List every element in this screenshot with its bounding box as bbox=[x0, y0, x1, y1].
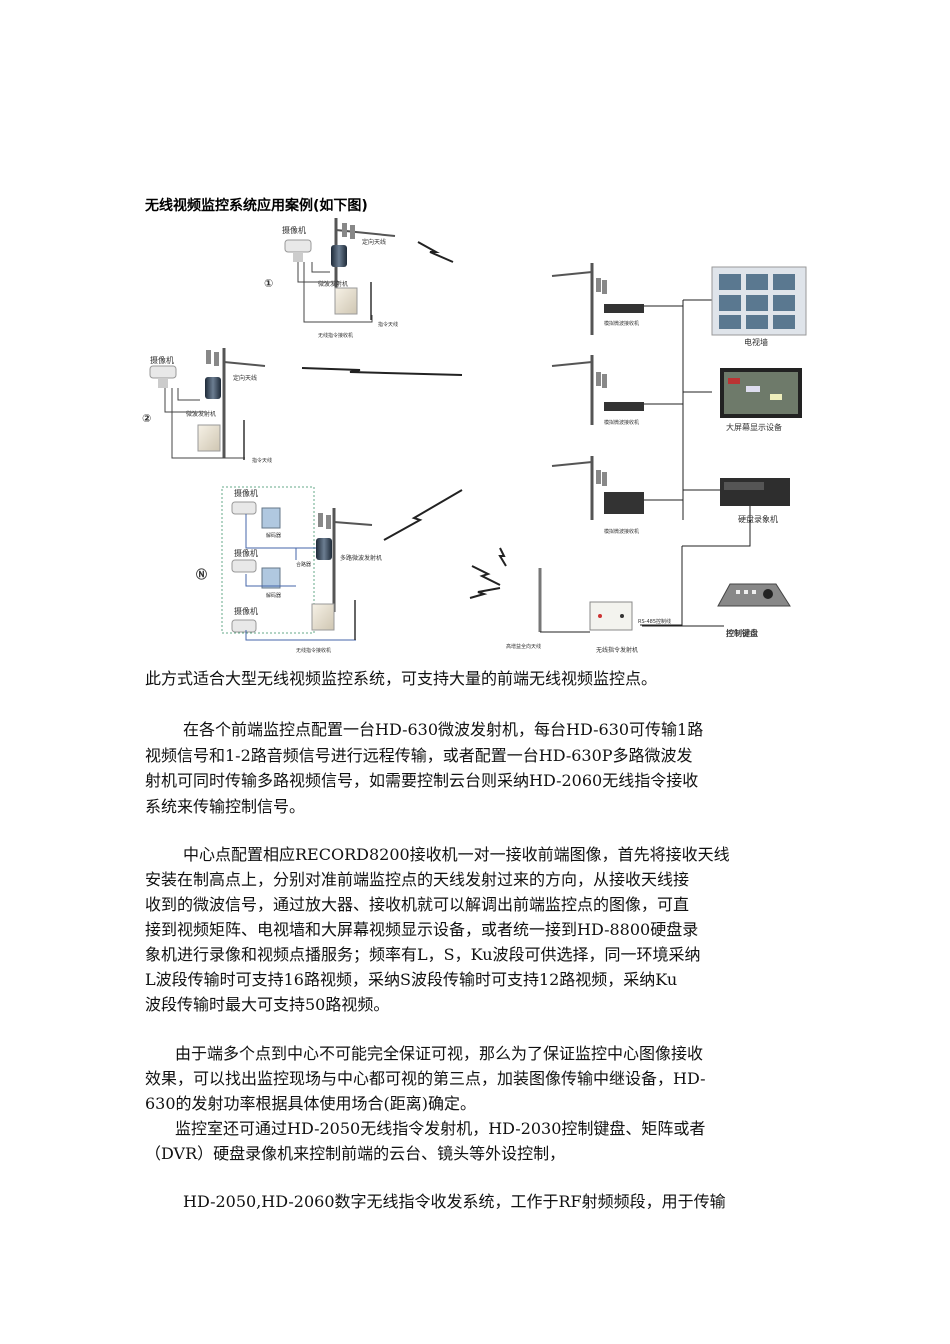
site-1-group: 摄像机 定向天线 微波发射机 指令天线 无线指令接收机 ① bbox=[264, 218, 453, 339]
center-rx-3-label: 模拟微波接收机 bbox=[604, 528, 639, 535]
transmitter-icon bbox=[316, 538, 332, 560]
paragraph-line: 效果，可以找出监控现场与中心都可视的第三点，加装图像传输中继设备，HD- bbox=[145, 1066, 810, 1092]
site-n-group: 摄像机 摄像机 摄像机 解码器 解码器 多路微波发射机 合路器 无线指令接收机 … bbox=[196, 487, 506, 654]
big-screen-icon bbox=[720, 368, 802, 418]
signal-bolt bbox=[302, 368, 462, 375]
signal-bolt bbox=[470, 588, 500, 598]
tv-wall-icon bbox=[712, 267, 806, 335]
camera-icon bbox=[150, 366, 176, 378]
center-rx-1-label: 模拟微波接收机 bbox=[604, 320, 639, 327]
rs485-label: RS-485控制线 bbox=[638, 618, 671, 625]
paragraph-line: 象机进行录像和视频点播服务；频率有L，S，Ku波段可供选择，同一环境采纳 bbox=[145, 942, 810, 968]
site-2-camera-label: 摄像机 bbox=[150, 355, 174, 365]
paragraph-line: 安装在制高点上，分别对准前端监控点的天线发射过来的方向，从接收天线接 bbox=[145, 867, 810, 893]
site-1-antenna-label: 定向天线 bbox=[362, 238, 386, 246]
omni-antenna-label: 高增益全向天线 bbox=[506, 643, 541, 650]
paragraph-line: 630的发射功率根据具体使用场合(距离)确定。 bbox=[145, 1091, 810, 1117]
transmitter-icon bbox=[331, 245, 347, 267]
paragraph-line: 系统来传输控制信号。 bbox=[145, 794, 810, 820]
site-2-cmd-antenna-label: 指令天线 bbox=[252, 457, 272, 464]
receiver-icon bbox=[604, 492, 644, 514]
tv-wall-label: 电视墙 bbox=[744, 337, 768, 347]
receiver-icon bbox=[198, 425, 220, 451]
paragraph-line: 接到视频矩阵、电视墙和大屏幕视频显示设备，或者统一接到HD-8800硬盘录 bbox=[145, 917, 810, 943]
site-2-group: 摄像机 定向天线 微波发射机 指令天线 ② bbox=[142, 348, 462, 464]
paragraph-line: 由于端多个点到中心不可能完全保证可视，那么为了保证监控中心图像接收 bbox=[145, 1041, 810, 1067]
site-1-marker: ① bbox=[264, 277, 273, 290]
camera-icon bbox=[285, 240, 311, 262]
receiver-icon bbox=[604, 304, 644, 313]
site-n-decoder-2-label: 解码器 bbox=[266, 592, 281, 599]
paragraph-line: 中心点配置相应RECORD8200接收机一对一接收前端图像，首先将接收天线 bbox=[145, 842, 810, 868]
paragraph-line: L波段传输时可支持16路视频，采纳S波段传输时可支持12路视频，采纳Ku bbox=[145, 967, 810, 993]
paragraph-intro: 此方式适合大型无线视频监控系统，可支持大量的前端无线视频监控点。 bbox=[145, 666, 810, 692]
center-rx-2-label: 模拟微波接收机 bbox=[604, 419, 639, 426]
signal-bolt bbox=[418, 242, 453, 262]
signal-bolt bbox=[500, 548, 506, 566]
keyboard-icon bbox=[718, 584, 790, 606]
paragraph-line: HD-2050,HD-2060数字无线指令收发系统，工作于RF射频频段，用于传输 bbox=[145, 1189, 810, 1215]
paragraph-line: 视频信号和1-2路音频信号进行远程传输，或者配置一台HD-630P多路微波发 bbox=[145, 743, 810, 769]
site-1-transmitter-label: 微波发射机 bbox=[318, 280, 348, 288]
dvr-icon bbox=[720, 478, 790, 506]
receiver-icon bbox=[604, 402, 644, 411]
receiver-icon bbox=[335, 288, 357, 314]
site-n-camera-3-label: 摄像机 bbox=[234, 606, 258, 616]
system-diagram: 摄像机 定向天线 微波发射机 指令天线 无线指令接收机 ① 摄像机 定向天线 微… bbox=[0, 0, 950, 660]
site-n-camera-2-label: 摄像机 bbox=[234, 548, 258, 558]
signal-bolt bbox=[472, 566, 500, 585]
keyboard-label: 控制键盘 bbox=[726, 628, 758, 638]
site-n-combiner-label: 合路器 bbox=[296, 561, 311, 568]
command-transmitter-label: 无线指令发射机 bbox=[596, 646, 638, 654]
center-group: 模拟微波接收机 模拟微波接收机 模拟微波接收机 电视墙 大屏幕显示设 bbox=[506, 263, 806, 654]
paragraph-line: （DVR）硬盘录像机来控制前端的云台、镜头等外设控制， bbox=[145, 1141, 810, 1167]
site-1-receiver-label: 无线指令接收机 bbox=[318, 332, 353, 339]
site-2-marker: ② bbox=[142, 412, 151, 425]
site-2-antenna-label: 定向天线 bbox=[233, 374, 257, 382]
site-n-camera-1-label: 摄像机 bbox=[234, 488, 258, 498]
paragraph-line: 收到的微波信号，通过放大器、接收机就可以解调出前端监控点的图像，可直 bbox=[145, 892, 810, 918]
dvr-label: 硬盘录象机 bbox=[738, 514, 778, 524]
site-n-receiver-label: 无线指令接收机 bbox=[296, 647, 331, 654]
paragraph-line: 射机可同时传输多路视频信号，如需要控制云台则采纳HD-2060无线指令接收 bbox=[145, 768, 810, 794]
paragraph-line: 监控室还可通过HD-2050无线指令发射机，HD-2030控制键盘、矩阵或者 bbox=[145, 1116, 810, 1142]
big-screen-label: 大屏幕显示设备 bbox=[726, 422, 782, 432]
transmitter-icon bbox=[205, 377, 221, 399]
site-1-cmd-antenna-label: 指令天线 bbox=[378, 321, 398, 328]
site-1-camera-label: 摄像机 bbox=[282, 225, 306, 235]
site-n-multi-tx-label: 多路微波发射机 bbox=[340, 554, 382, 562]
site-2-transmitter-label: 微波发射机 bbox=[186, 410, 216, 418]
signal-bolt bbox=[384, 490, 462, 540]
receiver-icon bbox=[312, 604, 334, 630]
paragraph-line: 在各个前端监控点配置一台HD-630微波发射机，每台HD-630可传输1路 bbox=[145, 717, 810, 743]
site-n-marker: Ⓝ bbox=[196, 567, 207, 581]
site-n-decoder-1-label: 解码器 bbox=[266, 532, 281, 539]
command-transmitter-icon bbox=[590, 602, 632, 630]
paragraph-line: 波段传输时最大可支持50路视频。 bbox=[145, 992, 810, 1018]
